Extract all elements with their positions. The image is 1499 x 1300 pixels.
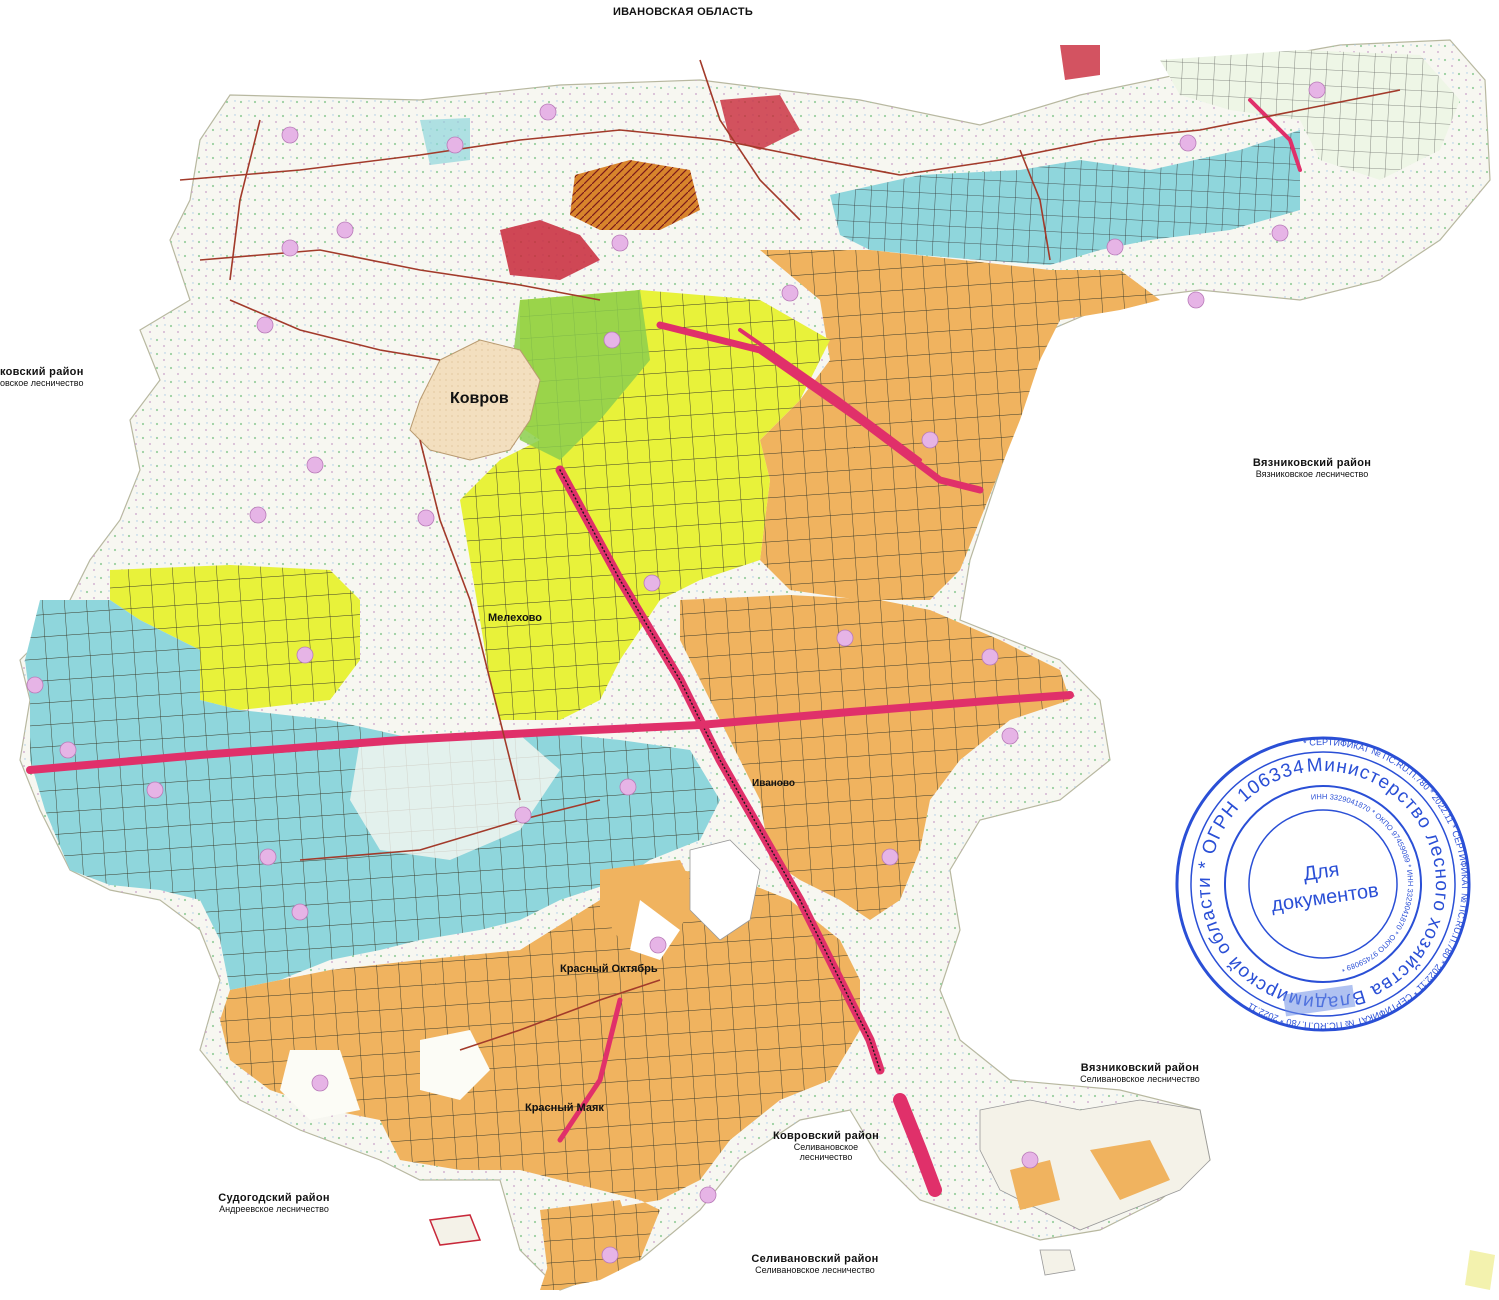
top-region-title: ИВАНОВСКАЯ ОБЛАСТЬ (612, 6, 754, 18)
official-stamp: * СЕРТИФИКАТ № ПС.RU.П.780 * 2022.11 * С… (1175, 728, 1488, 1040)
stamp-center-line2: документов (1270, 879, 1380, 916)
stamp-outer-circle (1175, 736, 1471, 1032)
quarter-markers (26, 81, 1326, 1264)
zone-east-fragments (428, 1099, 1495, 1290)
zone-hatched-north (420, 45, 1100, 280)
southeast-district-title: Вязниковский район (1080, 1062, 1200, 1074)
south-center-district-subtitle2: лесничество (799, 1152, 853, 1162)
west-district-title: ковский район (0, 366, 84, 378)
stamp-middle-circle (1224, 785, 1422, 983)
east-district-subtitle: Вязниковское лесничество (1255, 469, 1369, 479)
east-district-label: Вязниковский район Вязниковское лесничес… (1253, 457, 1371, 479)
stamp-center-line1: Для (1302, 859, 1341, 886)
west-district-label: ковский район овское лесничество (0, 366, 84, 388)
zone-orange-southeast (680, 595, 1070, 920)
stamp-inner-circle (1248, 809, 1398, 959)
zone-cyan-northeast (830, 50, 1460, 265)
stamp-smudge (1283, 984, 1356, 1017)
zone-orange-south (220, 860, 860, 1290)
southwest-district-title: Судогодский район (218, 1192, 330, 1204)
southeast-district-label: Вязниковский район Селивановское лесниче… (1080, 1062, 1200, 1084)
southeast-district-subtitle: Селивановское лесничество (1080, 1074, 1200, 1084)
town-kovrov: Ковров (450, 390, 509, 407)
zone-cyan-west (25, 600, 720, 990)
town-krasny-oktyabr: Красный Октябрь (560, 963, 658, 975)
town-ivanovo: Иваново (752, 778, 796, 789)
southwest-district-label: Судогодский район Андреевское лесничеств… (218, 1192, 330, 1214)
stamp-outer-inner-circle (1190, 751, 1456, 1017)
zone-orange-east (760, 250, 1160, 600)
west-district-subtitle: овское лесничество (0, 378, 84, 388)
corridors (26, 98, 1302, 1197)
south-district-label: Селивановский район Селивановское леснич… (751, 1253, 878, 1275)
south-center-district-label: Ковровский район Селивановское лесничест… (773, 1130, 879, 1162)
town-melekhovo: Мелехово (488, 612, 542, 624)
south-district-title: Селивановский район (751, 1253, 879, 1265)
town-krasny-mayak: Красный Маяк (525, 1102, 604, 1114)
south-district-subtitle: Селивановское лесничество (755, 1265, 875, 1275)
south-center-district-subtitle: Селивановское (793, 1142, 859, 1152)
south-center-district-title: Ковровский район (772, 1130, 880, 1142)
southwest-district-subtitle: Андреевское лесничество (219, 1204, 329, 1214)
roads (179, 59, 1401, 1051)
zone-yellow-west (110, 565, 360, 710)
kovrov-town-area (409, 339, 541, 461)
east-district-title: Вязниковский район (1252, 457, 1372, 469)
top-region-label: ИВАНОВСКАЯ ОБЛАСТЬ (613, 6, 753, 18)
